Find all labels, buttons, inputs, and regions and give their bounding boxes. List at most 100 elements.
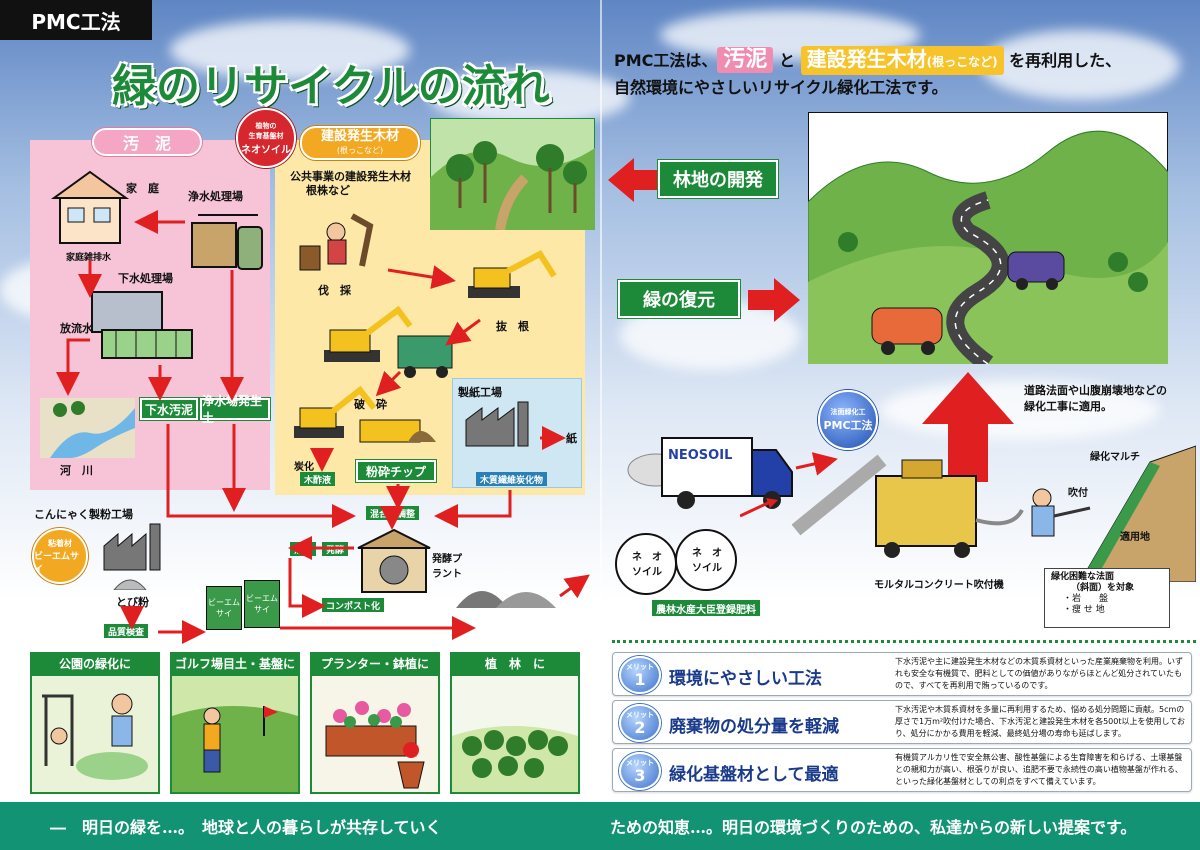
carbonize-label: 炭化 bbox=[294, 462, 314, 473]
paper-label: 紙 bbox=[566, 432, 577, 445]
use-title-golf: ゴルフ場目土・基盤に bbox=[170, 652, 300, 674]
left-arrow bbox=[608, 158, 668, 202]
use-title-planter: プランター・鉢植に bbox=[310, 652, 440, 674]
difficult-slope-box: 緑化困難な法面 （斜面）を対象 ・岩 盤 ・瘦 せ 地 bbox=[1044, 568, 1170, 628]
right-arrow bbox=[748, 278, 800, 322]
park-illustration bbox=[32, 676, 158, 792]
neosoil-bags-illustration bbox=[615, 529, 737, 595]
paper-mill-illustration bbox=[465, 401, 529, 447]
method-tag: PMC工法 bbox=[0, 0, 152, 40]
fertilizer-tag: 農林水産大臣登録肥料 bbox=[652, 600, 760, 616]
road-note-2: 緑化工事に適用。 bbox=[1024, 400, 1112, 413]
binder-badge: 粘着材 ビーエムサイ bbox=[32, 528, 88, 584]
neosoil-bag-label: ネ オソイル bbox=[692, 548, 722, 574]
footer-right-text: ための知恵…。明日の環境づくりのための、私達からの新しい提案です。 bbox=[610, 818, 1137, 837]
compost-tag: コンポスト化 bbox=[322, 598, 385, 612]
pmc-badge: 法面緑化工 PMC工法 bbox=[818, 390, 878, 450]
road-illustration bbox=[808, 112, 1168, 364]
konjac-factory-illustration bbox=[103, 523, 161, 590]
neosoil-truck-label: NEOSOIL bbox=[668, 448, 733, 463]
forestation-illustration bbox=[452, 676, 578, 792]
cloud bbox=[430, 70, 630, 125]
green-restore-box: 緑の復元 bbox=[618, 280, 740, 318]
loader-truck-illustration bbox=[324, 305, 453, 378]
river-label: 河 川 bbox=[60, 464, 93, 477]
forest-illustration bbox=[430, 118, 595, 230]
logging-illustration bbox=[299, 213, 374, 271]
page-title: 緑のリサイクルの流れ bbox=[112, 61, 550, 112]
water-plant-label: 浄水処理場 bbox=[188, 190, 243, 203]
bm-bag: ビーエムサイ bbox=[244, 580, 280, 628]
planter-illustration bbox=[312, 676, 438, 792]
water-sludge-box: 浄水場発生土 bbox=[200, 394, 270, 425]
chips-box: 粉砕チップ bbox=[356, 460, 436, 482]
sewage-plant-label: 下水処理場 bbox=[118, 272, 173, 285]
sludge-label: 汚 泥 bbox=[92, 128, 202, 156]
site-label: 適用地 bbox=[1120, 532, 1150, 543]
uprooting-label: 抜 根 bbox=[496, 320, 529, 333]
sewage-plant-illustration bbox=[91, 291, 193, 359]
bag-to-machine-arrow bbox=[740, 498, 778, 518]
use-title-forestation: 植 林 に bbox=[450, 652, 580, 674]
page-divider bbox=[600, 0, 602, 802]
home-label: 家 庭 bbox=[126, 182, 159, 195]
up-arrow bbox=[922, 372, 1014, 482]
cloud bbox=[170, 20, 410, 80]
discharge-label: 放流水 bbox=[60, 322, 93, 335]
paper-mill-label: 製紙工場 bbox=[458, 386, 502, 399]
merit-heading: 廃棄物の処分量を軽減 bbox=[669, 717, 839, 737]
use-panel-forestation bbox=[450, 674, 580, 794]
footer-left-text: ― 明日の緑を…。 地球と人の暮らしが共存していく bbox=[50, 818, 442, 837]
neosoil-bag-label: ネ オソイル bbox=[632, 552, 662, 578]
flying-powder-label: とび粉 bbox=[116, 596, 149, 609]
wood-highlight: 建設発生木材(根っこなど) bbox=[800, 46, 1004, 75]
wood-fiber-tag: 木質繊維炭化物 bbox=[476, 472, 548, 486]
slope-illustration bbox=[1031, 445, 1196, 582]
merit-description: 有機質アルカリ性で安全無公害、酸性基盤による生育障害を和らげる、土壌基盤との親和… bbox=[895, 753, 1183, 786]
sewage-sludge-box: 下水汚泥 bbox=[140, 398, 198, 420]
crushing-label: 破 砕 bbox=[354, 398, 387, 411]
use-panel-golf bbox=[170, 674, 300, 794]
cloud bbox=[980, 30, 1180, 100]
wood-vinegar-tag: 木酢液 bbox=[300, 472, 336, 486]
water-plant-illustration bbox=[191, 214, 263, 270]
footer-banner: ― 明日の緑を…。 地球と人の暮らしが共存していく ための知恵…。明日の環境づく… bbox=[0, 802, 1200, 850]
merit-description: 下水汚泥や主に建設発生木材などの木質系資材といった産業廃棄物を利用。いずれも安全… bbox=[895, 657, 1183, 690]
forest-dev-box: 林地の開発 bbox=[658, 160, 778, 198]
ferment-plant-label: 発酵プラント bbox=[432, 554, 462, 580]
wood-desc-1: 公共事業の建設発生木材 bbox=[290, 170, 411, 183]
mulch-label: 緑化マルチ bbox=[1090, 452, 1140, 463]
merit-description: 下水汚泥や木質系資材を多量に再利用するため、悩める処分問題に貢献。5cmの厚さで… bbox=[895, 705, 1186, 738]
merit-heading: 緑化基盤材として最適 bbox=[669, 765, 839, 785]
neosoil-badge: 植物の 生育基盤材 ネオソイル bbox=[236, 108, 296, 168]
sludge-highlight: 汚泥 bbox=[717, 47, 774, 73]
konjac-label: こんにゃく製粉工場 bbox=[34, 508, 133, 521]
intro-text: PMC工法は、汚泥 と 建設発生木材(根っこなど) を再利用した、 自然環境にや… bbox=[614, 46, 1122, 97]
house-illustration bbox=[50, 170, 130, 244]
road-note-1: 道路法面や山腹崩壊地などの bbox=[1024, 384, 1167, 397]
home-drain-label: 家庭雑排水 bbox=[66, 253, 112, 263]
mortar-label: モルタルコンクリート吹付機 bbox=[874, 580, 1004, 591]
cloud bbox=[880, 380, 1160, 440]
spray-label: 吹付 bbox=[1068, 488, 1088, 499]
crusher-illustration bbox=[294, 385, 436, 443]
use-panel-planter bbox=[310, 674, 440, 794]
bm-bag: ビーエムサイ bbox=[206, 586, 242, 630]
golf-illustration bbox=[172, 676, 298, 792]
logging-label: 伐 採 bbox=[318, 284, 351, 297]
flow-arrows bbox=[56, 210, 590, 644]
use-panel-park bbox=[30, 674, 160, 794]
merit-heading: 環境にやさしい工法 bbox=[669, 669, 822, 689]
wood-label: 建設発生木材 (根っこなど) bbox=[300, 126, 420, 160]
excavator-illustration bbox=[468, 250, 557, 298]
dotted-divider bbox=[612, 640, 1196, 643]
wood-desc-2: 根株など bbox=[306, 184, 350, 197]
neosoil-truck-illustration bbox=[627, 437, 793, 509]
river-illustration bbox=[40, 398, 135, 458]
